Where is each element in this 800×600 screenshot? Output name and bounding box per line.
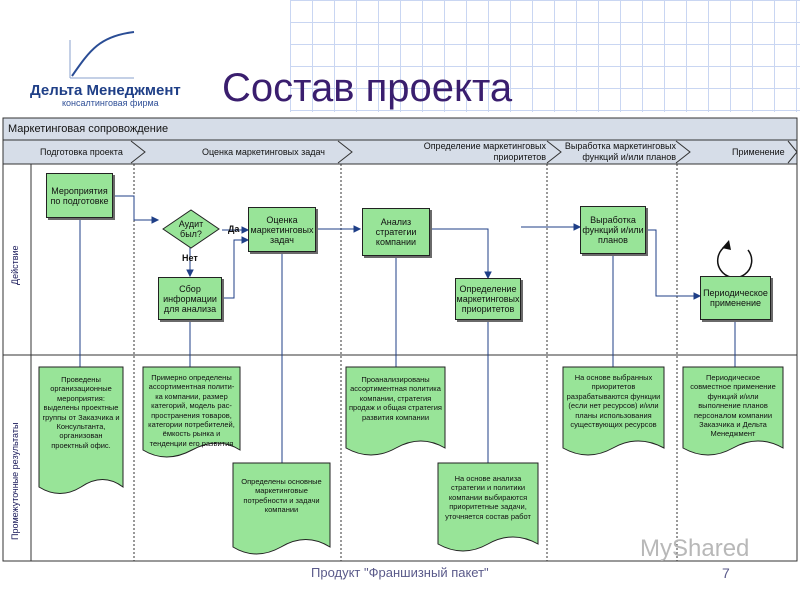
process-apply: Периодическое применение [700,276,771,320]
phase-1: Подготовка проекта [40,147,123,157]
phase-2: Оценка маркетинговых задач [202,147,325,157]
logo-name: Дельта Менеджмент [30,82,181,99]
result-7: Периодическое совместное применение функ… [690,373,776,439]
process-develop: Выработка функций и/или планов [580,206,646,254]
result-6: На основе выбранных приоритетов разрабат… [566,373,661,430]
footer-text: Продукт "Франшизный пакет" [311,565,489,580]
page-number: 7 [722,565,730,581]
lane-results: Промежуточные результаты [10,422,20,540]
logo-tagline: консалтинговая фирма [62,98,159,108]
label-no: Нет [182,253,198,263]
phase-4: Выработка маркетинговых функций и/или пл… [564,141,676,162]
result-3: Определены основные маркетинговые потреб… [241,477,322,515]
lane-action: Действие [10,245,20,285]
result-1: Проведены организационные мероприятия: в… [42,375,120,450]
result-2: Примерно определены ассортиментная полит… [148,373,235,448]
phase-5: Применение [732,147,785,157]
result-4: Проанализированы ассортиментная политика… [349,375,442,422]
process-prep: Мероприятия по подготовке [46,173,113,218]
process-priorities: Определение маркетинговых приоритетов [455,278,521,320]
phase-3: Определение маркетинговых приоритетов [423,141,546,162]
background-grid [290,0,800,112]
label-yes: Да [228,224,240,234]
slide-title: Состав проекта [222,66,513,110]
process-collect: Сбор информации для анализа [158,277,222,320]
process-assess: Оценка маркетинговых задач [248,207,316,252]
watermark: MyShared [640,535,750,562]
process-analysis: Анализ стратегии компании [362,208,430,256]
decision-audit: Аудит был? [178,219,204,239]
diagram-header: Маркетинговая сопровождение [8,123,169,135]
result-5: На основе анализа стратегии и политики к… [445,474,531,521]
